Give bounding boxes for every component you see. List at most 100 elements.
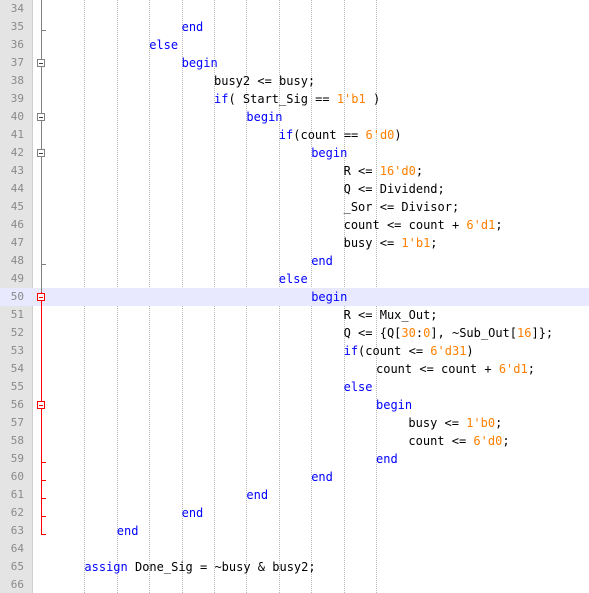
fold-toggle-icon[interactable] (37, 59, 45, 67)
line-number: 41 (10, 128, 24, 141)
code-token: else (343, 380, 373, 394)
code-token: (count <= (358, 344, 431, 358)
code-text: R <= Mux_Out; (344, 306, 438, 324)
line-number: 53 (10, 344, 24, 357)
code-text: end (376, 450, 398, 468)
code-token: end (246, 488, 269, 502)
code-token: else (149, 38, 179, 52)
line-number: 49 (10, 272, 24, 285)
code-line[interactable]: 47 busy <= 1'b1; (0, 234, 589, 252)
code-token: : (415, 326, 424, 340)
code-token: end (116, 524, 139, 538)
code-line[interactable]: 63 end (0, 522, 589, 540)
line-number: 64 (10, 542, 24, 555)
code-token: if (343, 344, 359, 358)
code-token: 6'd1 (498, 362, 528, 376)
fold-toggle-icon[interactable] (37, 293, 45, 301)
code-text: begin (182, 54, 218, 72)
code-token: 6'd0 (473, 434, 503, 448)
code-text: Q <= {Q[30:0], ~Sub_Out[16]}; (344, 324, 554, 342)
code-token: 16'd0 (379, 164, 416, 178)
code-text: end (246, 486, 268, 504)
fold-end-tick (41, 264, 46, 265)
code-line[interactable]: 66 (0, 576, 589, 593)
code-line[interactable]: 34 (0, 0, 589, 18)
code-token: R <= Mux_Out; (343, 308, 438, 322)
code-token: count <= (408, 434, 474, 448)
code-token: begin (311, 290, 348, 304)
code-token: 0 (423, 326, 431, 340)
code-token: ) (394, 128, 402, 142)
code-token: end (311, 254, 333, 268)
code-text: else (149, 36, 178, 54)
code-line[interactable]: 50 begin (0, 288, 589, 306)
fold-toggle-icon[interactable] (37, 149, 45, 157)
code-line[interactable]: 64 (0, 540, 589, 558)
code-token: Q <= {Q[ (343, 326, 402, 340)
line-number: 45 (10, 200, 24, 213)
line-number: 39 (10, 92, 24, 105)
line-number: 56 (10, 398, 24, 411)
code-text: else (344, 378, 373, 396)
line-number: 63 (10, 524, 24, 537)
line-number: 47 (10, 236, 24, 249)
line-number: 46 (10, 218, 24, 231)
line-number: 62 (10, 506, 24, 519)
fold-toggle-icon[interactable] (37, 401, 45, 409)
code-text: if( Start_Sig == 1'b1 ) (214, 90, 380, 108)
code-line[interactable]: 45 _Sor <= Divisor; (0, 198, 589, 216)
fold-end-tick (41, 480, 46, 481)
code-token: count <= count + (376, 362, 499, 376)
code-token: ]}; (531, 326, 554, 340)
code-token: ; (415, 164, 424, 178)
code-token: _Sor <= Divisor; (343, 200, 460, 214)
code-text: busy2 <= busy; (214, 72, 315, 90)
code-text: busy <= 1'b1; (344, 234, 438, 252)
code-text: end (182, 18, 204, 36)
line-number: 50 (10, 290, 24, 303)
line-number: 54 (10, 362, 24, 375)
code-token: else (278, 272, 308, 286)
code-token: ; (495, 218, 503, 232)
code-token: end (376, 452, 398, 466)
code-token: begin (246, 110, 283, 124)
fold-toggle-icon[interactable] (37, 113, 45, 121)
code-token: end (311, 470, 333, 484)
code-text: end (311, 252, 333, 270)
code-token: Q <= Dividend; (343, 182, 445, 196)
code-token: 1'b1 (401, 236, 431, 250)
code-line[interactable]: 49 else (0, 270, 589, 288)
code-token: R <= (343, 164, 380, 178)
code-token: begin (376, 398, 413, 412)
fold-end-tick (41, 534, 46, 535)
code-text: begin (376, 396, 412, 414)
code-line[interactable]: 56 begin (0, 396, 589, 414)
code-line[interactable]: 39 if( Start_Sig == 1'b1 ) (0, 90, 589, 108)
code-token: busy <= (343, 236, 402, 250)
line-number: 57 (10, 416, 24, 429)
